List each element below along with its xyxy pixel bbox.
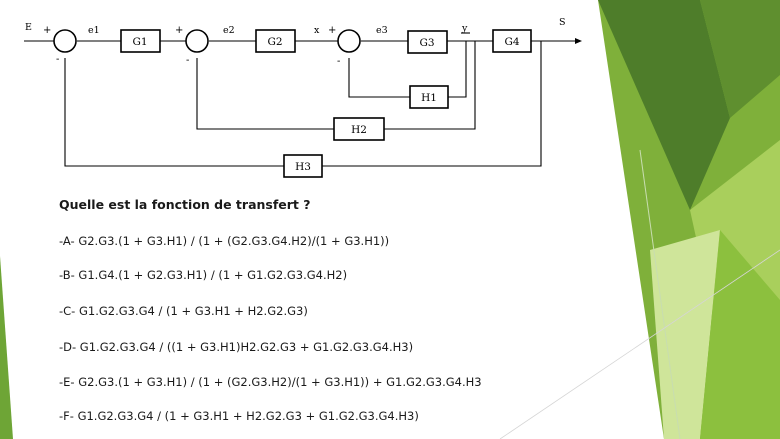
option-b: -B- G1.G4.(1 + G2.G3.H1) / (1 + G1.G2.G3… bbox=[59, 268, 348, 282]
signal-y: y bbox=[461, 23, 468, 34]
block-h3 bbox=[283, 154, 323, 178]
label-h1: H1 bbox=[421, 92, 437, 104]
sign-plus-2: + bbox=[175, 25, 183, 36]
deco-panel-bright bbox=[700, 230, 780, 439]
block-g1 bbox=[120, 29, 161, 53]
option-e: -E- G2.G3.(1 + G3.H1) / (1 + (G2.G3.H2)/… bbox=[59, 375, 482, 389]
label-g2: G2 bbox=[267, 36, 282, 48]
block-h2 bbox=[333, 117, 385, 141]
deco-panel-dark bbox=[598, 0, 730, 210]
option-d: -D- G1.G2.G3.G4 / ((1 + G3.H1)H2.G2.G3 +… bbox=[59, 340, 414, 354]
signal-e3: e3 bbox=[376, 25, 388, 36]
option-c: -C- G1.G2.G3.G4 / (1 + G3.H1 + H2.G2.G3) bbox=[59, 304, 308, 318]
sign-plus-1: + bbox=[43, 25, 51, 36]
question-text: Quelle est la fonction de transfert ? bbox=[59, 197, 311, 212]
block-g4 bbox=[492, 29, 532, 53]
label-h2: H2 bbox=[351, 124, 367, 136]
signal-e1: e1 bbox=[88, 25, 100, 36]
block-diagram: G1 G2 G3 G4 H1 H2 H3 E e1 e2 x e3 y S + … bbox=[24, 17, 582, 178]
signal-x: x bbox=[314, 25, 320, 36]
label-g3: G3 bbox=[419, 37, 434, 49]
input-label: E bbox=[25, 22, 32, 33]
signal-e2: e2 bbox=[223, 25, 235, 36]
block-g2 bbox=[255, 29, 296, 53]
summing-junction-3 bbox=[337, 29, 361, 53]
summing-junction-1 bbox=[53, 29, 77, 53]
deco-panel-dark2 bbox=[700, 0, 780, 118]
deco-thin-line-1 bbox=[639, 149, 681, 439]
block-g3 bbox=[407, 30, 448, 54]
sign-minus-1: - bbox=[56, 54, 59, 65]
sign-minus-3: - bbox=[337, 56, 340, 67]
option-f: -F- G1.G2.G3.G4 / (1 + G3.H1 + H2.G2.G3 … bbox=[59, 409, 419, 423]
sign-plus-3: + bbox=[328, 25, 336, 36]
label-h3: H3 bbox=[295, 161, 311, 173]
deco-thin-line-2 bbox=[499, 249, 780, 439]
label-g4: G4 bbox=[504, 36, 519, 48]
option-a: -A- G2.G3.(1 + G3.H1) / (1 + (G2.G3.G4.H… bbox=[59, 234, 390, 248]
summing-junction-2 bbox=[185, 29, 209, 53]
label-g1: G1 bbox=[132, 36, 147, 48]
deco-bottom-left bbox=[0, 256, 13, 439]
block-h1 bbox=[409, 85, 449, 109]
output-label: S bbox=[559, 17, 566, 28]
deco-panel-pale bbox=[650, 230, 720, 439]
sign-minus-2: - bbox=[186, 55, 189, 66]
